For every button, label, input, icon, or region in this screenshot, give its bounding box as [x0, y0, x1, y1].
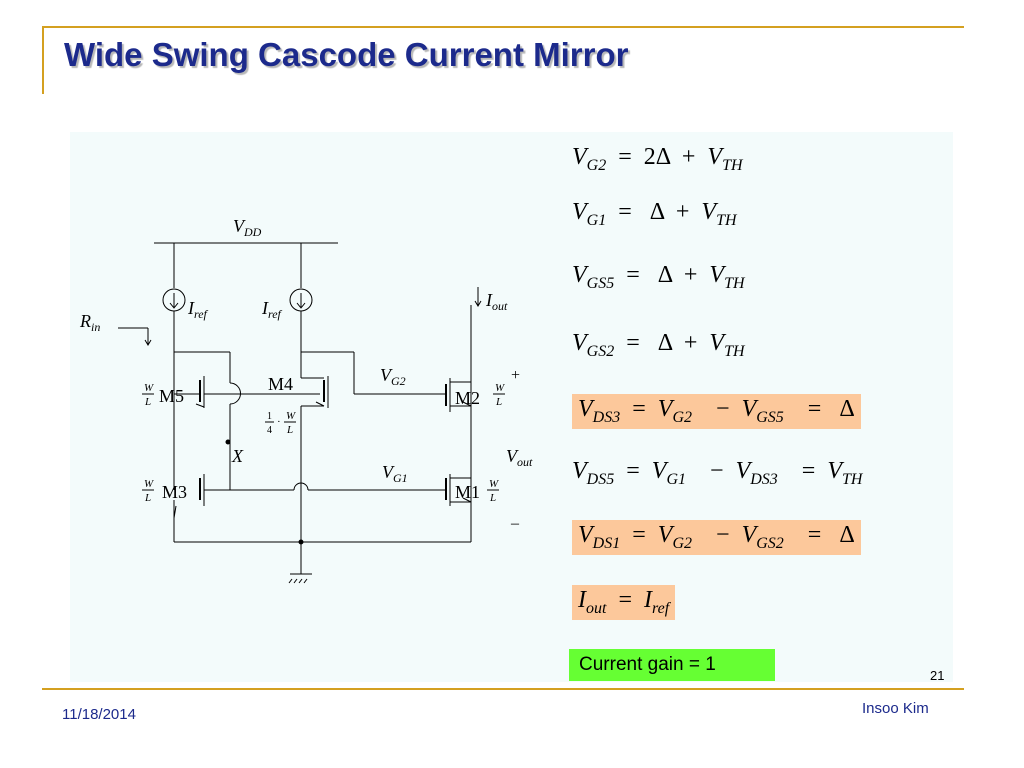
equation-row: VDS1 = VG2 − VGS2 = Δ — [572, 520, 861, 555]
top-rule — [42, 26, 964, 28]
m1-ratio-num: W — [489, 478, 499, 490]
m4-quarter-num: 1 — [267, 411, 272, 422]
arrow-icon — [296, 302, 306, 309]
page-number: 21 — [930, 668, 945, 683]
rin-label: Rin — [79, 311, 100, 334]
arrow-icon — [169, 302, 179, 309]
vdd-label: VDD — [233, 216, 262, 239]
arrow-icon — [144, 339, 152, 346]
iref-left-label: Iref — [187, 298, 209, 321]
current-gain-badge: Current gain = 1 — [569, 649, 775, 681]
arrow-icon — [315, 401, 325, 407]
node-dot — [225, 439, 231, 445]
m4-dot: · — [277, 416, 281, 428]
m2-label: M2 — [455, 388, 480, 408]
m3-ratio-den: L — [144, 492, 151, 504]
vg2-label: VG2 — [380, 365, 406, 388]
footer-rule — [42, 688, 964, 690]
iout-label: Iout — [485, 290, 508, 313]
m3-label: M3 — [162, 482, 187, 502]
m5-ratio-den: L — [144, 396, 151, 408]
node-x-label: X — [231, 446, 244, 466]
arrow-icon — [462, 401, 472, 407]
ground-icon — [288, 578, 308, 584]
left-rule — [42, 26, 44, 94]
m5-label: M5 — [159, 386, 184, 406]
equation-row: VDS5 = VG1 − VDS3 = VTH — [572, 458, 863, 488]
m3-ratio-num: W — [144, 478, 154, 490]
arrow-icon — [474, 287, 482, 307]
m2-ratio-den: L — [495, 396, 502, 408]
m5-ratio-num: W — [144, 382, 154, 394]
m1-ratio-den: L — [489, 492, 496, 504]
iref-mid-label: Iref — [261, 298, 283, 321]
equation-row: VGS2 = Δ + VTH — [572, 330, 745, 360]
equation-row: VGS5 = Δ + VTH — [572, 262, 745, 292]
m4-ratio-num: W — [286, 410, 296, 422]
m4-ratio-den: L — [286, 424, 293, 436]
slide-title: Wide Swing Cascode Current Mirror — [64, 36, 629, 73]
footer-date: 11/18/2014 — [62, 706, 136, 723]
m2-ratio-num: W — [495, 382, 505, 394]
equation-row: VG2 = 2Δ + VTH — [572, 144, 743, 174]
vout-minus-label: – — [510, 515, 520, 532]
m1-label: M1 — [455, 482, 480, 502]
arrow-icon — [195, 403, 205, 408]
vout-label: Vout — [506, 446, 533, 469]
equation-row: VDS3 = VG2 − VGS5 = Δ — [572, 394, 861, 429]
m4-quarter-den: 4 — [267, 425, 272, 436]
equation-row: Iout = Iref — [572, 585, 676, 620]
vout-plus-label: + — [511, 367, 520, 384]
arrow-icon — [462, 497, 472, 503]
footer-author: Insoo Kim — [862, 700, 929, 717]
equation-row: VG1 = Δ + VTH — [572, 199, 737, 229]
m4-label: M4 — [268, 374, 293, 394]
vg1-label: VG1 — [382, 462, 408, 485]
